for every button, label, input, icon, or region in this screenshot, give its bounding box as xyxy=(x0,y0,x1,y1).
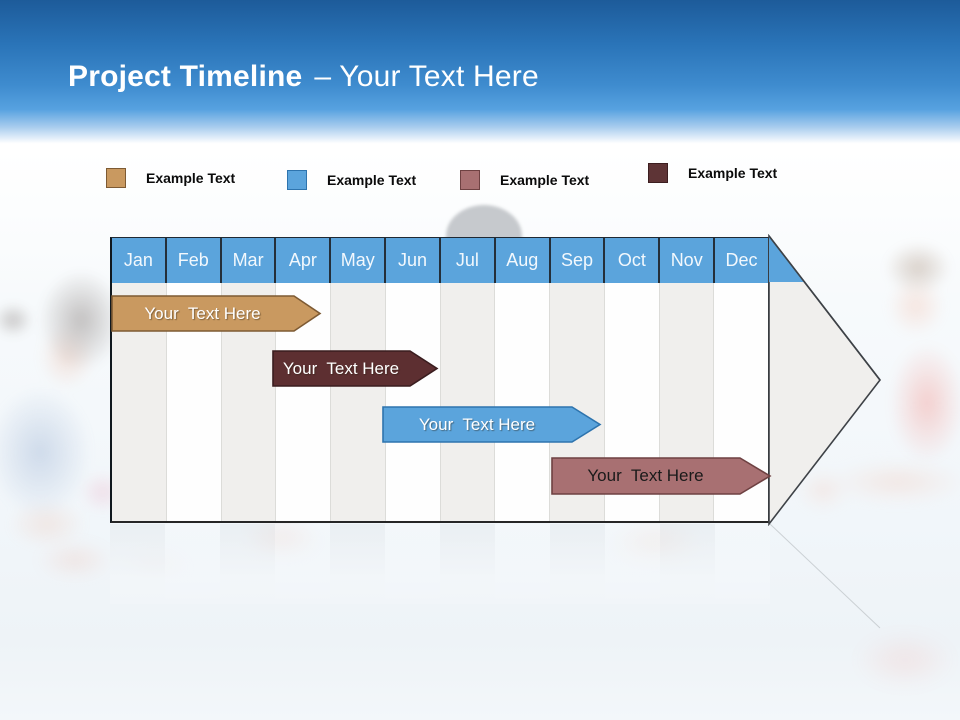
month-cell-may: May xyxy=(331,238,387,283)
legend-label-2: Example Text xyxy=(327,172,417,188)
bar-3-shape xyxy=(382,406,602,443)
arrow-head-top-edge xyxy=(768,235,881,381)
table-reflection xyxy=(110,524,770,604)
grid-col-jun xyxy=(385,283,441,521)
timeline-bar-3: Your Text Here xyxy=(382,406,602,443)
timeline-bar-1: Your Text Here xyxy=(111,295,322,332)
month-cell-feb: Feb xyxy=(167,238,222,283)
month-cell-oct: Oct xyxy=(605,238,661,283)
arrow-reflection xyxy=(769,524,881,629)
legend-item-1: Example Text xyxy=(106,168,235,188)
bar-3-label: Your Text Here xyxy=(418,414,536,434)
page-title: Project Timeline – Your Text Here xyxy=(68,60,539,94)
title-band xyxy=(0,0,960,148)
timeline-month-header: Jan Feb Mar Apr May Jun Jul Aug Sep Oct … xyxy=(110,237,770,283)
legend-swatch-tan xyxy=(106,168,126,188)
timeline-arrow-head xyxy=(768,234,882,526)
grid-col-may xyxy=(331,283,386,521)
month-cell-aug: Aug xyxy=(496,238,551,283)
grid-col-aug xyxy=(495,283,550,521)
month-cell-apr: Apr xyxy=(276,238,332,283)
month-cell-dec: Dec xyxy=(725,250,758,270)
month-cell-mar: Mar xyxy=(222,238,277,283)
month-cell-sep: Sep xyxy=(551,238,606,283)
bar-2-shape xyxy=(272,350,439,387)
legend-label-4: Example Text xyxy=(688,165,778,181)
bar-4-shape xyxy=(551,457,772,495)
timeline-bar-2: Your Text Here xyxy=(272,350,439,387)
page-title-bold: Project Timeline xyxy=(68,60,303,93)
legend-swatch-blue xyxy=(287,170,307,190)
grid-col-jul xyxy=(440,283,496,521)
legend-swatch-mauve xyxy=(460,170,480,190)
legend-label-1: Example Text xyxy=(146,170,236,186)
bar-1-label: Your Text Here xyxy=(144,303,261,323)
bar-1-shape xyxy=(111,295,322,332)
page-title-regular: – Your Text Here xyxy=(314,60,539,93)
month-cell-jun: Jun xyxy=(386,238,441,283)
legend-swatch-maroon xyxy=(648,163,668,183)
bar-2-label: Your Text Here xyxy=(282,358,400,378)
bar-4-label: Your Text Here xyxy=(587,466,704,485)
legend-item-4: Example Text xyxy=(648,163,777,183)
month-cell-jul: Jul xyxy=(441,238,496,283)
legend-label-3: Example Text xyxy=(500,172,590,188)
legend-item-2: Example Text xyxy=(287,170,416,190)
timeline-bar-4: Your Text Here xyxy=(551,457,772,495)
month-cell-jan: Jan xyxy=(112,238,167,283)
legend-item-3: Example Text xyxy=(460,170,589,190)
month-cell-nov: Nov xyxy=(660,238,716,283)
